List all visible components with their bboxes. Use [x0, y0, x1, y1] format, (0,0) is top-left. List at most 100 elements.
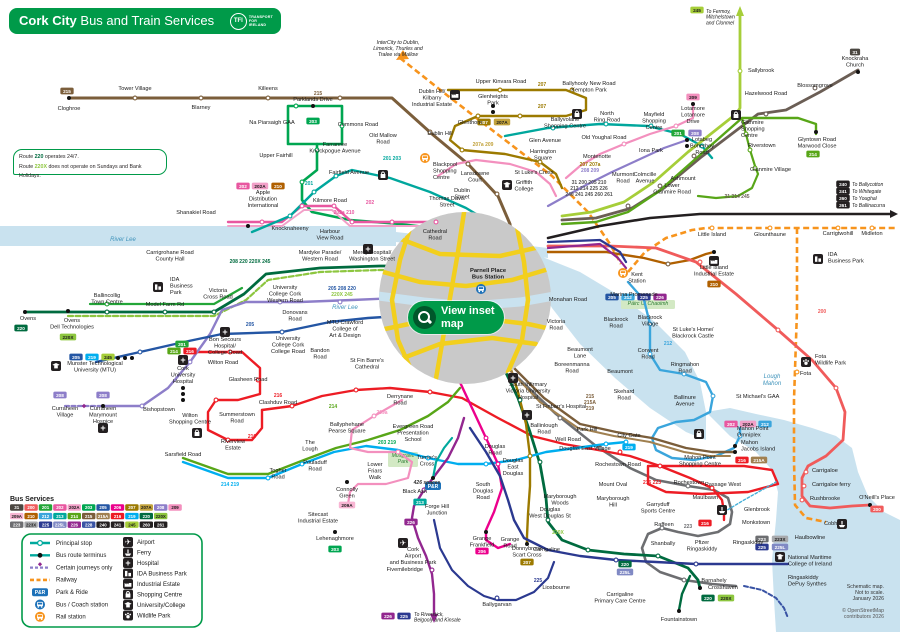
bus-route-line: [546, 212, 895, 240]
principal-stop: [299, 179, 305, 185]
airport-glyph: ✈: [125, 538, 132, 547]
route-terminus: [491, 110, 495, 114]
route-terminus: [123, 356, 127, 360]
city-centre-roads: [379, 212, 551, 384]
principal-stop: [331, 203, 337, 209]
station-label: Rushbrooke: [810, 496, 840, 502]
route-terminus: [712, 250, 716, 254]
route-number-label: 216 223: [643, 480, 661, 486]
route-badge-205: [605, 293, 619, 301]
route-badge-201: [175, 340, 189, 348]
principal-stop: [655, 553, 661, 559]
legend-route-badge-220X: [154, 512, 168, 520]
principal-stop: [311, 189, 317, 195]
principal-stop: [427, 389, 433, 395]
bus-route-line: [432, 518, 556, 602]
legend-route-badge-label: 216: [114, 514, 122, 519]
route-badge-220: [701, 594, 715, 602]
route-badge-label: 225L: [620, 570, 631, 575]
route-badge-label: 216: [701, 521, 709, 526]
destination-note: To Ballycotton: [852, 182, 883, 188]
route-number-label: 220X 245: [331, 292, 353, 298]
route-badge-label: 212: [761, 422, 769, 427]
route-number-label: 205: [246, 322, 255, 328]
principal-stop: [710, 393, 716, 399]
pr-label: P&R: [35, 590, 46, 596]
ferry-icon: [837, 519, 847, 529]
bus-route-line: [66, 268, 422, 318]
hospital-glyph: +: [365, 244, 370, 254]
station-label: Maulbawn: [693, 495, 719, 501]
railstation-icon: [618, 268, 628, 278]
bus-route-line: [564, 102, 695, 180]
route-terminus: [856, 70, 860, 74]
legend-route-badge-207: [125, 504, 139, 511]
bus-route-line: [723, 481, 777, 513]
route-badge-220: [618, 560, 632, 568]
principal-stop: [333, 173, 339, 179]
hospital-glyph: +: [180, 355, 185, 365]
route-badge-214: [167, 347, 181, 355]
view-inset-map-label: View inset map: [441, 305, 495, 330]
legend-route-badge-label: 207A: [141, 505, 152, 510]
principal-stop: [227, 349, 233, 355]
principal-stop: [801, 483, 807, 489]
principal-stop: [139, 403, 145, 409]
station-label: Glanmire Village: [750, 167, 791, 173]
hospital-glyph: +: [510, 373, 515, 383]
bus-route-line: [546, 244, 872, 510]
route-number-label: 207 207a: [580, 162, 601, 168]
legend-route-badge-202A: [67, 504, 81, 511]
railstation-icon: [35, 611, 45, 622]
route-terminus: [246, 224, 250, 228]
bus-route-line: [646, 464, 780, 496]
principal-stop: [647, 351, 653, 357]
route-badge-261: [836, 201, 850, 209]
route-badge-label: 214: [809, 152, 817, 157]
route-badge-label: 207A: [496, 120, 508, 125]
route-badge-225: [397, 612, 411, 620]
station-label: Bishopstown: [143, 407, 175, 413]
view-inset-map-button[interactable]: View inset map: [408, 301, 504, 334]
route-badge-label: 261: [839, 203, 847, 208]
principal-stop: [657, 183, 663, 189]
destination-note: To Youghal: [852, 196, 878, 202]
water-area: [0, 226, 396, 246]
principal-stop: [494, 595, 500, 601]
route-terminus: [130, 356, 134, 360]
principal-stop: [625, 203, 631, 209]
route-badge-label: 206: [478, 549, 486, 554]
page-title: Cork City Bus and Train Services: [19, 13, 215, 28]
bus-route-line: [560, 12, 742, 218]
legend-route-badge-225L: [53, 521, 67, 528]
principal-stop: [697, 259, 703, 265]
station-label: Fairfield Avenue: [329, 170, 369, 176]
industrial-icon: [123, 579, 133, 589]
destination-note: To Ballinacurra: [852, 203, 885, 209]
principal-stop: [737, 68, 743, 74]
route-badge-201: [671, 129, 685, 137]
bus-route-line: [546, 242, 628, 270]
route-badge-212: [621, 293, 635, 301]
route-badge-260: [836, 194, 850, 202]
route-badge-label: 214: [170, 349, 178, 354]
principal-stop: [799, 497, 805, 503]
route-badge-226: [381, 612, 395, 620]
bus-route-line: [456, 376, 512, 550]
